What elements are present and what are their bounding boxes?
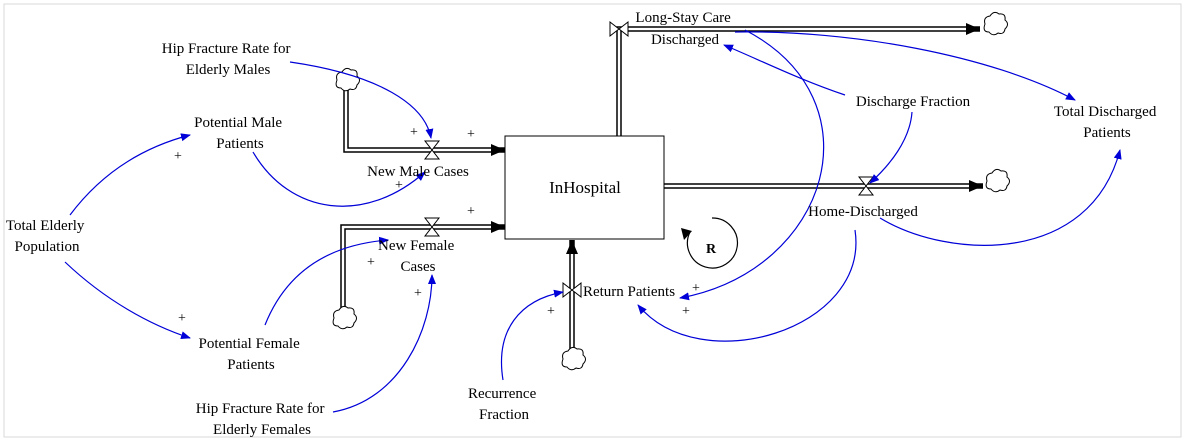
var-hip-female[interactable]: Hip Fracture Rate for Elderly Females <box>196 401 328 438</box>
stock-label: InHospital <box>549 178 621 197</box>
link-potential-male-to-new-male <box>252 151 426 207</box>
flow-label-new-female[interactable]: New Female Cases <box>378 238 458 275</box>
var-total-discharged[interactable]: Total Discharged Patients <box>1054 104 1160 141</box>
var-potential-male[interactable]: Potential Male Patients <box>194 115 286 152</box>
valve-long-stay-icon[interactable] <box>609 20 629 38</box>
flow-pipe-new-female <box>340 221 505 310</box>
link-home-to-return <box>637 229 857 342</box>
link-long-stay-to-return <box>679 29 825 301</box>
polarity-sign: + <box>547 304 555 319</box>
flow-label-return[interactable]: Return Patients <box>583 284 675 300</box>
flow-label-long-stay[interactable]: Long-Stay Care Discharged <box>635 10 734 48</box>
reinforcing-loop-marker: R <box>681 217 739 269</box>
link-potential-female-to-new-female <box>264 236 389 326</box>
stock-box[interactable] <box>504 135 665 240</box>
flow-label-new-male[interactable]: New Male Cases <box>367 164 469 180</box>
var-hip-male[interactable]: Hip Fracture Rate for Elderly Males <box>162 41 294 78</box>
polarity-sign: + <box>692 281 700 296</box>
var-total-elderly[interactable]: Total Elderly Population <box>6 218 88 255</box>
flow-pipe-new-male <box>343 90 505 156</box>
var-discharge-fraction[interactable]: Discharge Fraction <box>856 94 971 110</box>
link-recurrence-to-return <box>501 289 564 381</box>
polarity-sign: + <box>410 125 418 140</box>
link-total-elderly-to-potential-male <box>69 133 191 216</box>
link-long-stay-to-total <box>734 31 1076 101</box>
polarity-sign: + <box>467 127 475 142</box>
polarity-sign: + <box>682 304 690 319</box>
loop-label: R <box>706 242 717 257</box>
flow-pipe-return <box>566 240 578 352</box>
polarity-sign: + <box>367 255 375 270</box>
valve-new-male-icon[interactable] <box>423 140 441 160</box>
link-hip-female-to-new-female <box>332 274 436 413</box>
cloud-source-return-icon <box>561 346 586 371</box>
polarity-sign: + <box>467 204 475 219</box>
flow-pipe-home <box>664 180 983 192</box>
link-hip-male-to-new-male <box>289 61 434 139</box>
link-discharge-to-long-stay <box>723 44 846 96</box>
cloud-source-male-icon <box>335 67 360 92</box>
frame-border <box>3 3 1182 438</box>
cloud-sink-home-icon <box>985 168 1010 193</box>
link-discharge-to-home <box>869 111 913 184</box>
polarity-sign: + <box>414 286 422 301</box>
polarity-sign: + <box>178 311 186 326</box>
valve-new-female-icon[interactable] <box>423 217 441 237</box>
flow-label-home[interactable]: Home-Discharged <box>808 204 918 220</box>
link-total-elderly-to-potential-female <box>64 261 191 340</box>
link-home-to-total <box>879 149 1122 246</box>
polarity-sign: + <box>395 178 403 193</box>
polarity-sign: + <box>174 149 182 164</box>
cloud-source-female-icon <box>332 305 357 330</box>
var-recurrence[interactable]: Recurrence Fraction <box>468 386 540 423</box>
cloud-sink-long-stay-icon <box>983 11 1008 36</box>
var-potential-female[interactable]: Potential Female Patients <box>199 336 304 373</box>
